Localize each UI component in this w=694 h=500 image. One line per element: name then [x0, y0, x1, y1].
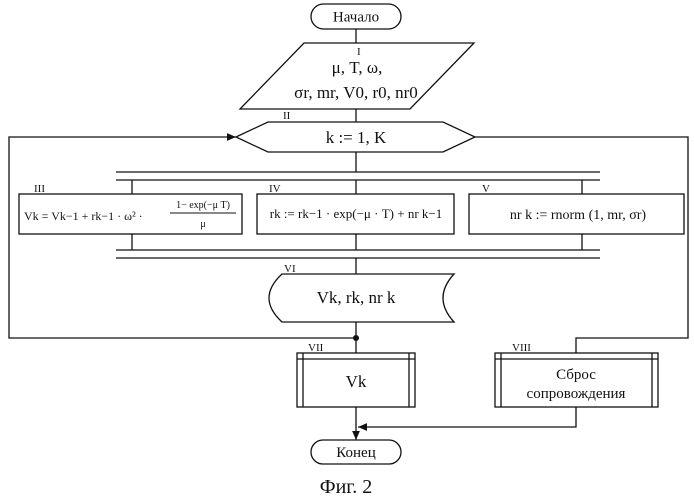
block-VII-number: VII: [308, 342, 324, 354]
block-IV-text: rk := rk−1 · exp(−μ · T) + nr k−1: [270, 206, 443, 221]
block-V-text: nr k := rnorm (1, mr, σr): [510, 208, 647, 223]
block-VIII-line1: Сброс: [556, 367, 596, 383]
start-label: Начало: [333, 10, 379, 26]
block-I-line2: σr, mr, V0, r0, nr0: [294, 83, 418, 102]
block-VI-text: Vk, rk, nr k: [317, 288, 396, 307]
block-VIII-number: VIII: [512, 342, 531, 354]
block-II-text: k := 1, K: [326, 128, 387, 147]
end-terminator: Конец: [311, 440, 401, 464]
input-block-I: I μ, T, ω, σr, mr, V0, r0, nr0: [240, 43, 474, 109]
process-block-V: V nr k := rnorm (1, mr, σr): [469, 183, 684, 234]
block-II-number: II: [283, 110, 291, 122]
block-III-number: III: [34, 183, 45, 195]
end-label: Конец: [336, 445, 375, 461]
block-III-denominator: μ: [200, 219, 205, 230]
block-I-line1: μ, T, ω,: [332, 58, 383, 77]
process-block-III: III Vk = Vk−1 + rk−1 · ω² · 1− exp(−μ T)…: [19, 183, 242, 234]
block-I-number: I: [357, 46, 361, 58]
block-VII-text: Vk: [346, 372, 367, 391]
start-terminator: Начало: [311, 4, 401, 29]
figure-caption: Фиг. 2: [320, 476, 372, 498]
block-III-lhs: Vk = Vk−1 + rk−1 · ω² ·: [24, 209, 143, 223]
output-block-VI: VI Vk, rk, nr k: [269, 263, 454, 322]
block-VIII-line2: сопровождения: [527, 386, 626, 402]
junction-dot: [353, 335, 359, 341]
block-V-number: V: [482, 183, 490, 195]
block-IV-number: IV: [269, 183, 281, 195]
block-VI-number: VI: [284, 263, 296, 275]
block-III-numerator: 1− exp(−μ T): [176, 200, 230, 211]
